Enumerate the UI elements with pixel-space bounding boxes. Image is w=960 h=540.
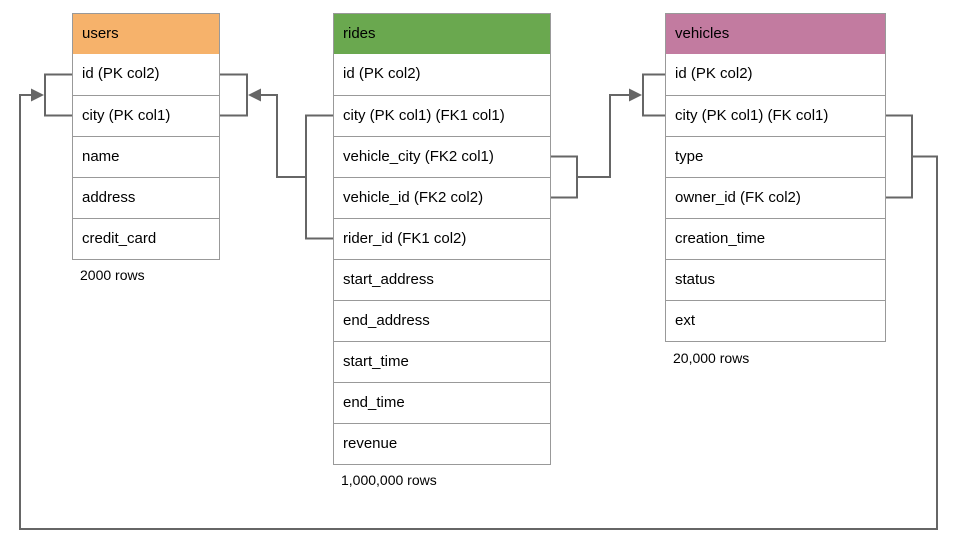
users-right-key-bracket <box>220 73 248 117</box>
vehicles-row-count: 20,000 rows <box>673 350 750 366</box>
rides-right-fk2-bracket <box>551 155 578 199</box>
table-users: users id (PK col2) city (PK col1) name a… <box>72 13 220 260</box>
table-users-header: users <box>73 14 219 54</box>
table-vehicles: vehicles id (PK col2) city (PK col1) (FK… <box>665 13 886 342</box>
users-row-count: 2000 rows <box>80 267 145 283</box>
users-row-address: address <box>73 177 219 218</box>
rides-row-start-time: start_time <box>334 341 550 382</box>
fk1-link-line <box>252 94 306 178</box>
table-vehicles-header: vehicles <box>666 14 885 54</box>
users-left-key-bracket <box>44 73 72 117</box>
users-row-city: city (PK col1) <box>73 95 219 136</box>
vehicles-row-ext: ext <box>666 300 885 341</box>
rides-row-start-address: start_address <box>334 259 550 300</box>
users-row-id: id (PK col2) <box>73 54 219 95</box>
table-rides-header: rides <box>334 14 550 54</box>
rides-row-vehicle-city: vehicle_city (FK2 col1) <box>334 136 550 177</box>
rides-row-vehicle-id: vehicle_id (FK2 col2) <box>334 177 550 218</box>
rides-row-count: 1,000,000 rows <box>341 472 437 488</box>
rides-row-end-address: end_address <box>334 300 550 341</box>
rides-row-end-time: end_time <box>334 382 550 423</box>
rides-row-rider-id: rider_id (FK1 col2) <box>334 218 550 259</box>
fk1-arrowhead-icon <box>248 88 261 102</box>
vehicles-row-type: type <box>666 136 885 177</box>
users-row-name: name <box>73 136 219 177</box>
fk2-link-line <box>577 94 637 178</box>
vehicles-left-key-bracket <box>642 73 665 117</box>
rides-row-revenue: revenue <box>334 423 550 464</box>
vehicles-right-fk-bracket <box>886 114 913 199</box>
users-row-credit-card: credit_card <box>73 218 219 259</box>
fk3-arrowhead-icon <box>31 88 44 102</box>
vehicles-row-id: id (PK col2) <box>666 54 885 95</box>
vehicles-row-city: city (PK col1) (FK col1) <box>666 95 885 136</box>
rides-row-city: city (PK col1) (FK1 col1) <box>334 95 550 136</box>
table-rides: rides id (PK col2) city (PK col1) (FK1 c… <box>333 13 551 465</box>
rides-row-id: id (PK col2) <box>334 54 550 95</box>
fk2-arrowhead-icon <box>629 88 642 102</box>
vehicles-row-owner-id: owner_id (FK col2) <box>666 177 885 218</box>
rides-left-fk1-bracket <box>305 114 333 240</box>
vehicles-row-creation-time: creation_time <box>666 218 885 259</box>
vehicles-row-status: status <box>666 259 885 300</box>
